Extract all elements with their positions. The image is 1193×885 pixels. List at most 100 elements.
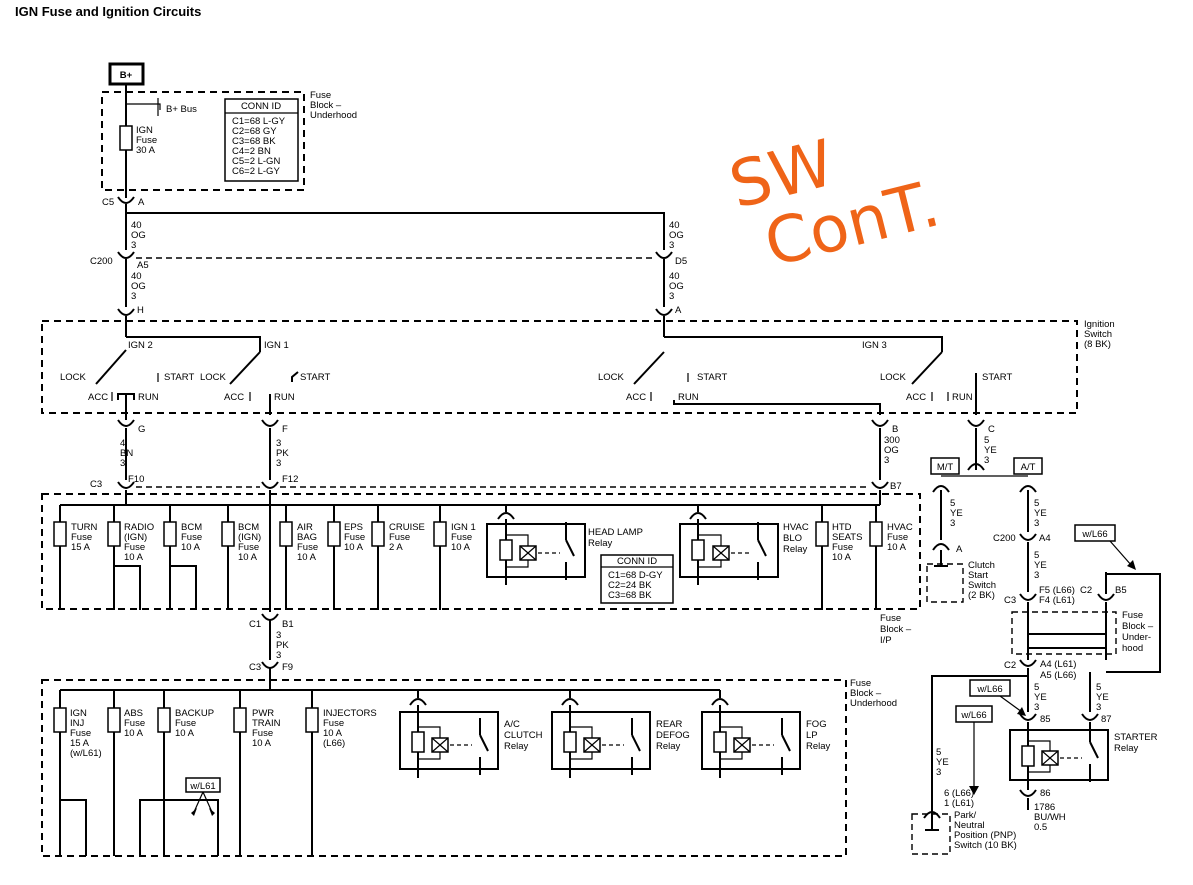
svg-text:CONN ID: CONN ID — [617, 556, 657, 567]
svg-text:4: 4 — [120, 438, 125, 449]
svg-text:LOCK: LOCK — [60, 372, 87, 383]
svg-text:Fuse: Fuse — [136, 135, 157, 146]
svg-text:RADIO: RADIO — [124, 522, 154, 533]
svg-text:ACC: ACC — [88, 392, 108, 403]
svg-text:3: 3 — [276, 438, 281, 449]
svg-text:300: 300 — [884, 435, 900, 446]
svg-text:15 A: 15 A — [71, 542, 91, 553]
svg-text:0.5: 0.5 — [1034, 822, 1047, 833]
svg-text:START: START — [164, 372, 194, 383]
svg-text:C200: C200 — [90, 256, 113, 267]
fuse-backup: BACKUP Fuse 10 A — [139, 690, 219, 856]
handwritten-annotation: SW ConT. — [723, 127, 947, 282]
svg-text:C3: C3 — [249, 662, 261, 673]
svg-text:Relay: Relay — [1114, 743, 1139, 754]
svg-text:YE: YE — [1034, 508, 1047, 519]
svg-text:PK: PK — [276, 640, 289, 651]
svg-text:A5 (L66): A5 (L66) — [1040, 670, 1076, 681]
svg-text:40: 40 — [669, 271, 680, 282]
page-title: IGN Fuse and Ignition Circuits — [15, 4, 202, 19]
svg-text:hood: hood — [1122, 643, 1143, 654]
svg-text:Block –: Block – — [880, 624, 912, 635]
svg-text:Relay: Relay — [783, 544, 808, 555]
svg-text:10 A: 10 A — [238, 552, 258, 563]
svg-text:10 A: 10 A — [175, 728, 195, 739]
fuse-cruise: CRUISE Fuse 2 A — [371, 505, 425, 610]
svg-text:Park/: Park/ — [954, 810, 977, 821]
svg-text:3: 3 — [936, 767, 941, 778]
svg-text:RUN: RUN — [952, 392, 973, 403]
conn-id-table-top: CONN ID C1=68 L-GY C2=68 GY C3=68 BK C4=… — [224, 98, 299, 182]
fuse-pwr-train: PWR TRAIN Fuse 10 A — [233, 690, 281, 856]
svg-text:3: 3 — [884, 455, 889, 466]
svg-text:Fuse: Fuse — [880, 613, 901, 624]
svg-text:1786: 1786 — [1034, 802, 1055, 813]
svg-text:YE: YE — [950, 508, 963, 519]
svg-text:B: B — [892, 424, 898, 435]
svg-text:C: C — [988, 424, 995, 435]
svg-text:IGN 1: IGN 1 — [264, 340, 289, 351]
svg-text:LOCK: LOCK — [880, 372, 907, 383]
svg-text:ACC: ACC — [626, 392, 646, 403]
svg-text:C4=2 BN: C4=2 BN — [232, 146, 271, 157]
svg-text:Underhood: Underhood — [310, 110, 357, 121]
svg-text:w/L66: w/L66 — [976, 684, 1002, 695]
svg-text:LOCK: LOCK — [200, 372, 227, 383]
svg-text:C5: C5 — [102, 197, 114, 208]
svg-text:F10: F10 — [128, 474, 144, 485]
svg-text:START: START — [697, 372, 727, 383]
svg-text:B5: B5 — [1115, 585, 1127, 596]
b-plus-bus-label: B+ Bus — [166, 104, 197, 115]
svg-text:BU/WH: BU/WH — [1034, 812, 1066, 823]
svg-text:YE: YE — [1034, 560, 1047, 571]
head-lamp-relay: HEAD LAMP Relay — [486, 505, 643, 585]
svg-text:OG: OG — [131, 230, 146, 241]
svg-text:Position (PNP): Position (PNP) — [954, 830, 1016, 841]
svg-text:CRUISE: CRUISE — [389, 522, 425, 533]
svg-text:5: 5 — [984, 435, 989, 446]
fog-lp-relay: FOG LP Relay — [701, 690, 831, 778]
svg-text:C200: C200 — [993, 533, 1016, 544]
svg-text:3: 3 — [1034, 518, 1039, 529]
svg-text:HVAC: HVAC — [887, 522, 913, 533]
svg-text:RUN: RUN — [678, 392, 699, 403]
svg-text:3: 3 — [950, 518, 955, 529]
svg-text:BACKUP: BACKUP — [175, 708, 214, 719]
w-l66-tag-top — [1074, 524, 1116, 542]
svg-text:C3=68 BK: C3=68 BK — [232, 136, 276, 147]
svg-text:Switch: Switch — [968, 580, 996, 591]
svg-text:(w/L61): (w/L61) — [70, 748, 102, 759]
svg-text:ACC: ACC — [224, 392, 244, 403]
svg-text:Relay: Relay — [806, 741, 831, 752]
fuse-ign1: IGN 1 Fuse 10 A — [433, 505, 476, 610]
at-tag — [1013, 457, 1043, 475]
svg-text:10 A: 10 A — [124, 552, 144, 563]
svg-text:YE: YE — [1096, 692, 1109, 703]
svg-text:Fuse: Fuse — [323, 718, 344, 729]
svg-text:2 A: 2 A — [389, 542, 403, 553]
svg-text:85: 85 — [1040, 714, 1051, 725]
svg-text:YE: YE — [936, 757, 949, 768]
svg-text:A4: A4 — [1039, 533, 1051, 544]
svg-text:Fuse: Fuse — [70, 728, 91, 739]
svg-text:BCM: BCM — [238, 522, 259, 533]
svg-text:5: 5 — [950, 498, 955, 509]
svg-text:C1=68 D-GY: C1=68 D-GY — [608, 570, 663, 581]
fuse-injectors: INJECTORS Fuse 10 A (L66) — [305, 690, 377, 856]
svg-text:C6=2 L-GY: C6=2 L-GY — [232, 166, 280, 177]
svg-text:5: 5 — [1034, 498, 1039, 509]
svg-text:A4 (L61): A4 (L61) — [1040, 659, 1076, 670]
svg-text:INJ: INJ — [70, 718, 85, 729]
svg-text:START: START — [982, 372, 1012, 383]
fuse-ign-inj: IGN INJ Fuse 15 A (w/L61) — [53, 690, 102, 856]
svg-text:Clutch: Clutch — [968, 560, 995, 571]
svg-text:TRAIN: TRAIN — [252, 718, 281, 729]
svg-text:PWR: PWR — [252, 708, 274, 719]
svg-text:Relay: Relay — [588, 538, 613, 549]
svg-text:C2: C2 — [1004, 660, 1016, 671]
clutch-start-switch — [926, 563, 964, 603]
svg-text:START: START — [300, 372, 330, 383]
svg-text:IGN: IGN — [136, 125, 153, 136]
svg-text:SEATS: SEATS — [832, 532, 862, 543]
ac-clutch-relay: A/C CLUTCH Relay — [399, 690, 543, 778]
